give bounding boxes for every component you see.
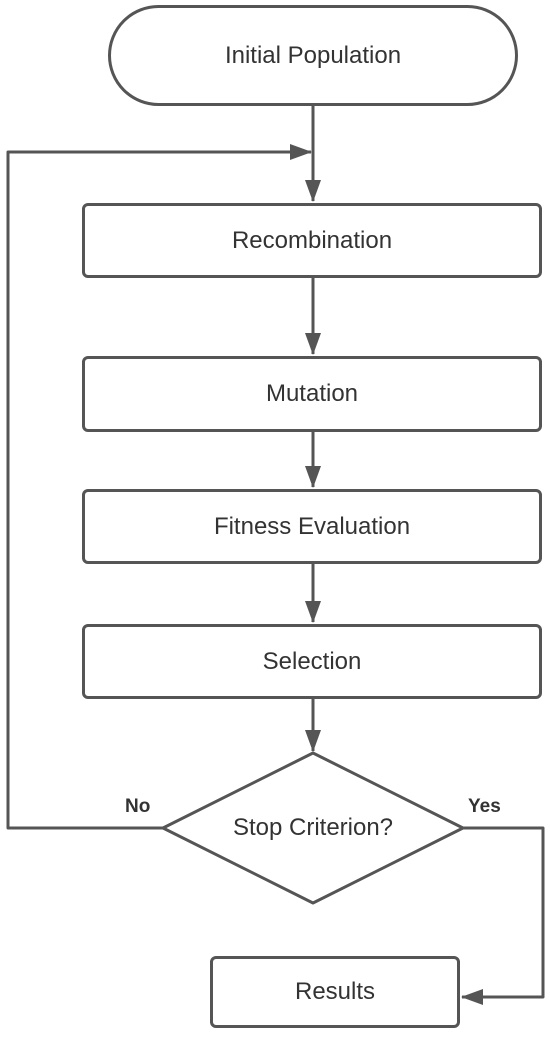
initial-population-node: Initial Population — [108, 5, 518, 106]
fitness-evaluation-node: Fitness Evaluation — [82, 489, 542, 564]
connector-no-loop — [6, 144, 312, 830]
selection-node: Selection — [82, 624, 542, 699]
connector-yes-to-results — [461, 826, 545, 1005]
decision-diamond — [161, 751, 465, 905]
decision-label: Stop Criterion? — [232, 814, 394, 841]
fitness-evaluation-label: Fitness Evaluation — [213, 512, 411, 540]
initial-population-label: Initial Population — [224, 41, 402, 69]
results-node: Results — [210, 956, 460, 1028]
no-edge-label: No — [125, 796, 151, 817]
selection-label: Selection — [262, 647, 362, 675]
recombination-label: Recombination — [231, 226, 393, 254]
mutation-label: Mutation — [265, 380, 359, 407]
recombination-node: Recombination — [82, 203, 542, 278]
yes-edge-label: Yes — [468, 796, 501, 817]
mutation-node: Mutation — [82, 356, 542, 432]
results-label: Results — [294, 978, 376, 1005]
